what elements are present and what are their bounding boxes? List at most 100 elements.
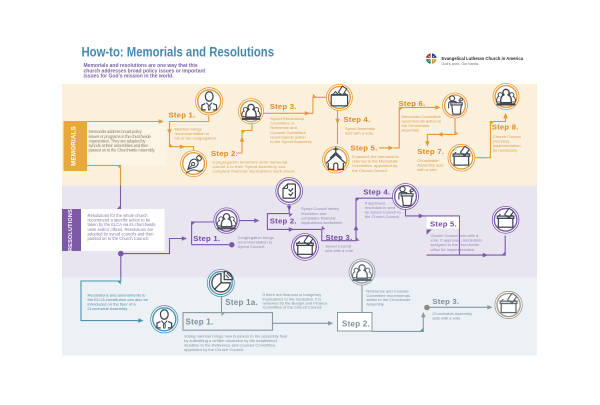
svg-text:recommends action to: recommends action to [402, 118, 443, 123]
svg-text:the Churchwide: the Churchwide [402, 123, 431, 128]
svg-text:Synod Council.: Synod Council. [238, 244, 265, 249]
svg-text:Step 8.: Step 8. [492, 123, 519, 132]
svg-text:Step 2.: Step 2. [270, 217, 297, 226]
svg-text:Step 5.: Step 5. [351, 144, 378, 153]
svg-text:If there are financial or budg: If there are financial or budgetary [263, 292, 322, 297]
svg-text:adopted by synod councils and: adopted by synod councils and then [88, 232, 155, 237]
svg-text:acts with a vote.: acts with a vote. [325, 248, 354, 253]
svg-text:Step 2.: Step 2. [211, 149, 238, 158]
svg-text:Reference and: Reference and [270, 125, 297, 130]
svg-text:issues for God’s mission in th: issues for God’s mission in the world. [84, 74, 175, 80]
svg-text:as necessary.: as necessary. [493, 147, 518, 152]
svg-text:Step 1.: Step 1. [186, 318, 214, 327]
svg-text:taken by the ELCA via its chur: taken by the ELCA via its churchwide [88, 222, 157, 227]
svg-text:RESOLUTIONS: RESOLUTIONS [68, 209, 74, 251]
svg-text:If approved,: If approved, [365, 201, 386, 206]
svg-text:vote. If approved, resolutions: vote. If approved, resolutions [430, 237, 482, 242]
svg-text:passed on to the Church Counci: passed on to the Church Council. [88, 236, 149, 241]
svg-text:issues or programs in the chur: issues or programs in the churchwide [89, 134, 152, 139]
svg-text:acts with a vote.: acts with a vote. [345, 131, 374, 136]
svg-text:implications to the resolution: implications to the resolution, it is [263, 296, 322, 301]
svg-text:reviewed by the Budget and Fin: reviewed by the Budget and Finance [263, 300, 329, 305]
svg-text:Step 7.: Step 7. [417, 147, 444, 156]
svg-text:Step 1.: Step 1. [169, 110, 196, 119]
svg-text:Synod Council writes: Synod Council writes [301, 206, 339, 211]
svg-text:office for implementation.: office for implementation. [430, 247, 475, 252]
svg-text:Step 3.: Step 3. [270, 102, 297, 111]
svg-text:Step 6.: Step 6. [399, 99, 426, 108]
svg-text:completes financial: completes financial [301, 216, 336, 221]
svg-text:by Synod Council to: by Synod Council to [365, 210, 402, 215]
svg-text:Church Council: Church Council [493, 134, 521, 139]
svg-text:acts with a vote.: acts with a vote. [432, 316, 461, 321]
svg-text:God’s work. Our hands.: God’s work. Our hands. [442, 62, 480, 66]
svg-text:Counsel Committee: Counsel Committee [270, 130, 306, 135]
svg-text:Evangelical Lutheran Church in: Evangelical Lutheran Church in America [442, 56, 524, 61]
svg-text:Committee of the Church Counci: Committee of the Church Council. [263, 304, 323, 309]
svg-text:Committee recommends: Committee recommends [366, 293, 410, 298]
svg-text:Assembly.: Assembly. [402, 127, 421, 132]
svg-text:to the Synod Assembly.: to the Synod Assembly. [270, 139, 312, 144]
svg-text:Step 4.: Step 4. [363, 187, 390, 196]
svg-text:MEMORIALS: MEMORIALS [71, 126, 78, 166]
svg-text:Synod Council: Synod Council [325, 244, 351, 249]
svg-text:submit it to their Synod Assem: submit it to their Synod Assembly and [213, 164, 286, 169]
svg-text:Step 3.: Step 3. [326, 233, 353, 242]
svg-text:implementation: implementation [493, 143, 520, 148]
svg-text:Assembly acts: Assembly acts [417, 162, 443, 167]
svg-text:resolution and: resolution and [301, 211, 326, 216]
svg-text:action to the Churchwide: action to the Churchwide [366, 297, 411, 302]
svg-text:referred to the Memorials: referred to the Memorials [352, 159, 397, 164]
svg-text:Assembly.: Assembly. [366, 302, 384, 307]
svg-text:appointed by the Church Counci: appointed by the Church Council. [184, 347, 244, 352]
svg-text:Step 3.: Step 3. [432, 297, 459, 306]
svg-text:deadline to the Reference and: deadline to the Reference and Counsel Co… [184, 343, 276, 348]
svg-text:Synod Resolutions: Synod Resolutions [270, 116, 304, 121]
svg-text:organization. They are adopted: organization. They are adopted by [89, 138, 147, 143]
svg-text:Churchwide Assembly.: Churchwide Assembly. [88, 306, 129, 311]
svg-text:synods at their assemblies and: synods at their assemblies and then [89, 143, 150, 148]
svg-text:Committee, appointed by: Committee, appointed by [352, 163, 398, 168]
svg-text:recommends action: recommends action [270, 134, 305, 139]
svg-text:the Church Council.: the Church Council. [352, 168, 388, 173]
svg-text:Congregation members write mem: Congregation members write memorial, [213, 159, 289, 164]
svg-text:recommend a specific action to: recommend a specific action to be [88, 217, 152, 222]
svg-text:Step 1a.: Step 1a. [225, 298, 258, 307]
svg-text:church addresses broad policy: church addresses broad policy issues or … [84, 68, 206, 74]
svg-text:implications worksheet.: implications worksheet. [301, 220, 343, 225]
svg-text:Resolutions and amendments to: Resolutions and amendments to [88, 293, 147, 298]
svg-text:oversees: oversees [493, 138, 509, 143]
svg-text:complete financial implication: complete financial implications work she… [213, 168, 296, 173]
svg-text:Memorials and resolutions are: Memorials and resolutions are one way th… [84, 63, 198, 69]
svg-text:Synod Assembly: Synod Assembly [345, 126, 376, 131]
svg-text:Memorials address broad policy: Memorials address broad policy [89, 129, 143, 134]
svg-text:Step 1.: Step 1. [193, 234, 220, 243]
svg-text:his or her congregation.: his or her congregation. [175, 136, 218, 141]
svg-text:the Church Council.: the Church Council. [365, 214, 401, 219]
svg-text:Church Council acts with a: Church Council acts with a [430, 233, 479, 238]
svg-text:Congregation brings: Congregation brings [238, 235, 274, 240]
svg-text:Step 5.: Step 5. [430, 219, 457, 228]
svg-text:If passed, the memorial is: If passed, the memorial is [352, 154, 398, 159]
svg-text:Resolutions for the whole chur: Resolutions for the whole church [88, 213, 149, 218]
svg-text:Committee or: Committee or [270, 121, 295, 126]
svg-text:assigned to the churchwide: assigned to the churchwide [430, 242, 480, 247]
svg-text:passed on to the Churchwide As: passed on to the Churchwide Assembly. [89, 148, 156, 153]
svg-text:the ELCA constitution can also: the ELCA constitution can also be [88, 297, 149, 302]
svg-text:recommendation to: recommendation to [175, 131, 210, 136]
svg-text:by submitting a written resolu: by submitting a written resolution by th… [184, 338, 277, 343]
svg-text:Voting member brings new busin: Voting member brings new business to the… [184, 333, 288, 338]
svg-text:Churchwide Assembly: Churchwide Assembly [432, 311, 473, 316]
svg-text:Memorials Committee: Memorials Committee [402, 114, 442, 119]
svg-text:Step 4.: Step 4. [344, 115, 371, 124]
svg-text:units and/or offices. Resoluti: units and/or offices. Resolutions are [88, 227, 154, 232]
svg-text:Step 2.: Step 2. [342, 319, 370, 328]
svg-text:How-to: Memorials and Resoluti: How-to: Memorials and Resolutions [82, 44, 275, 60]
svg-text:Member brings: Member brings [175, 127, 202, 132]
svg-text:recommendation to: recommendation to [238, 239, 273, 244]
svg-text:introduced on the floor of a: introduced on the floor of a [88, 302, 137, 307]
svg-text:with a vote.: with a vote. [417, 167, 437, 172]
svg-text:resolution is sent: resolution is sent [365, 205, 396, 210]
svg-text:Reference and Counsel: Reference and Counsel [366, 289, 408, 294]
svg-text:Churchwide: Churchwide [417, 158, 439, 163]
